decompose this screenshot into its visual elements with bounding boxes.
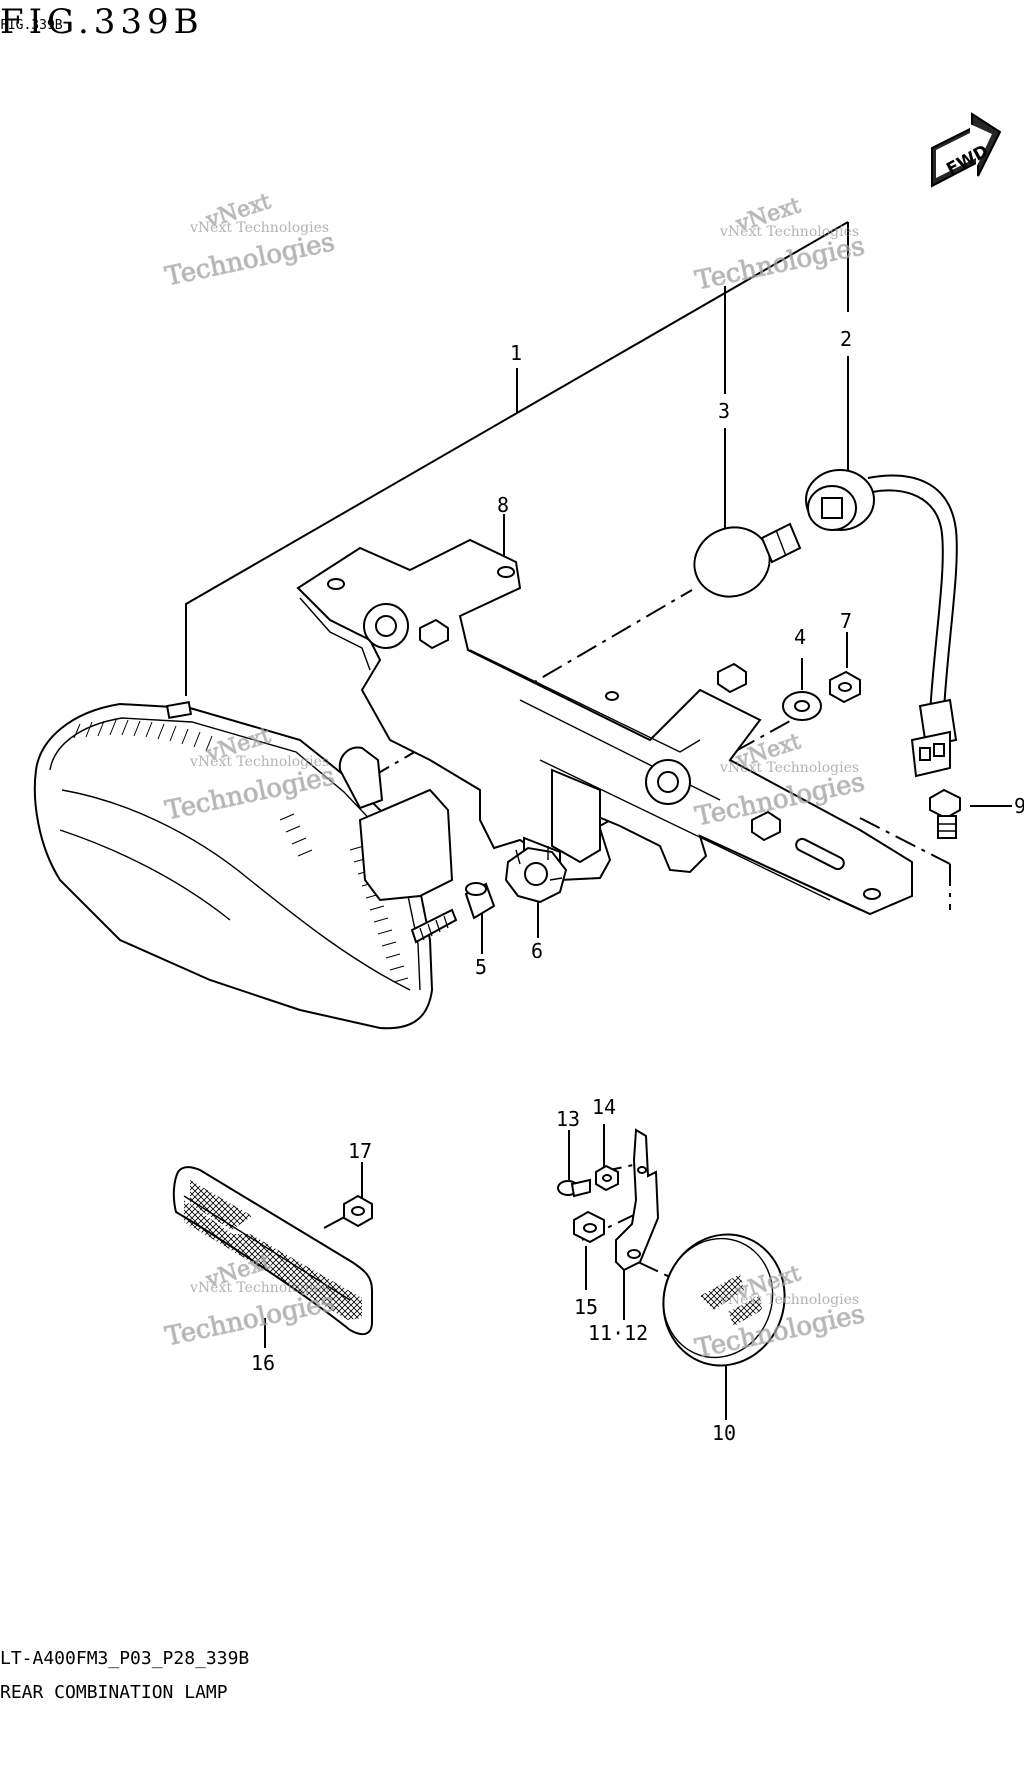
small-bracket xyxy=(615,1128,660,1272)
assembly-lines xyxy=(369,589,951,1279)
screw xyxy=(557,1178,591,1198)
bulb xyxy=(693,522,802,598)
watermark-text: vNext Technologies xyxy=(719,224,859,240)
figure-subtitle: FIG.339B xyxy=(0,18,63,33)
callout-16: 16 xyxy=(251,1351,275,1375)
watermark-text: Technologies xyxy=(163,1287,338,1352)
socket-harness xyxy=(805,469,958,778)
figure-title: FIG.339B xyxy=(0,2,204,42)
callout-10: 10 xyxy=(712,1421,736,1445)
callout-5: 5 xyxy=(475,955,487,979)
callout-1: 1 xyxy=(510,341,522,365)
callout-3: 3 xyxy=(718,399,730,423)
callout-15: 15 xyxy=(574,1295,598,1319)
callout-17: 17 xyxy=(348,1139,372,1163)
callout-11-12: 11·12 xyxy=(588,1321,648,1345)
callout-4: 4 xyxy=(794,625,806,649)
watermark-text: Technologies xyxy=(163,227,338,292)
callout-labels: 1 2 3 4 5 6 7 8 9 10 11·12 13 14 15 16 1… xyxy=(251,327,1024,1445)
lamp-bracket xyxy=(296,538,913,916)
collar xyxy=(464,882,496,920)
bolt xyxy=(929,788,961,839)
washer xyxy=(782,691,822,721)
callout-2: 2 xyxy=(840,327,852,351)
rear-combination-lamp xyxy=(33,701,458,1030)
fwd-arrow-icon: FWD xyxy=(931,112,1002,188)
reflector xyxy=(172,1166,373,1336)
model-code: LT-A400FM3_P03_P28_339B xyxy=(0,1648,250,1669)
watermark-text: vNext Technologies xyxy=(189,1280,329,1296)
flange-nut xyxy=(829,670,861,704)
watermark-text: vNext Technologies xyxy=(719,760,859,776)
small-nut xyxy=(595,1164,619,1192)
watermark-text: vNext Technologies xyxy=(189,220,329,236)
flange-nut-small xyxy=(573,1210,605,1244)
watermark-text: vNext Technologies xyxy=(719,1292,859,1308)
round-reflector xyxy=(662,1233,786,1367)
callout-6: 6 xyxy=(531,939,543,963)
watermark-text: vNext Technologies xyxy=(189,754,329,770)
callout-9: 9 xyxy=(1014,794,1024,818)
callout-14: 14 xyxy=(592,1095,616,1119)
leader-lines xyxy=(185,221,1012,1420)
assembly-name: REAR COMBINATION LAMP xyxy=(0,1682,228,1703)
callout-13: 13 xyxy=(556,1107,580,1131)
reflector-nut xyxy=(343,1194,373,1228)
grommet-nut xyxy=(504,846,568,904)
callout-8: 8 xyxy=(497,493,509,517)
callout-7: 7 xyxy=(840,609,852,633)
watermark-text: Technologies xyxy=(693,231,868,296)
